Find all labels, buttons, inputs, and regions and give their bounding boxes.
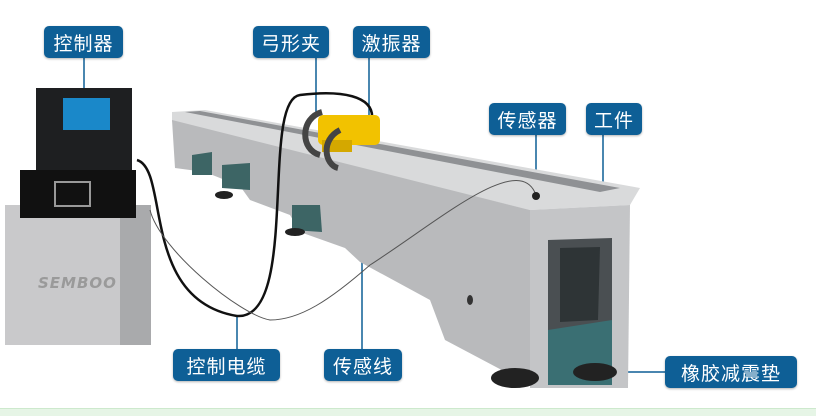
bottom-divider xyxy=(0,408,816,416)
label-exciter: 激振器 xyxy=(353,26,430,58)
sensor-wire xyxy=(149,180,537,321)
control-cable xyxy=(136,92,374,318)
label-bow-clamp: 弓形夹 xyxy=(253,26,329,58)
label-rubber-pad: 橡胶减震垫 xyxy=(665,356,797,388)
label-sensor-wire: 传感线 xyxy=(324,349,402,381)
brand-logo: SEMBOO xyxy=(38,274,117,292)
workpiece-beam xyxy=(172,110,640,388)
label-control-cable: 控制电缆 xyxy=(173,349,280,381)
controller-unit xyxy=(5,88,151,345)
exciter xyxy=(302,109,380,171)
label-sensor: 传感器 xyxy=(489,103,566,135)
rubber-pads xyxy=(215,191,617,388)
label-controller: 控制器 xyxy=(44,26,123,58)
sensor xyxy=(532,192,540,200)
label-workpiece: 工件 xyxy=(586,103,642,135)
leader-lines xyxy=(83,58,665,373)
